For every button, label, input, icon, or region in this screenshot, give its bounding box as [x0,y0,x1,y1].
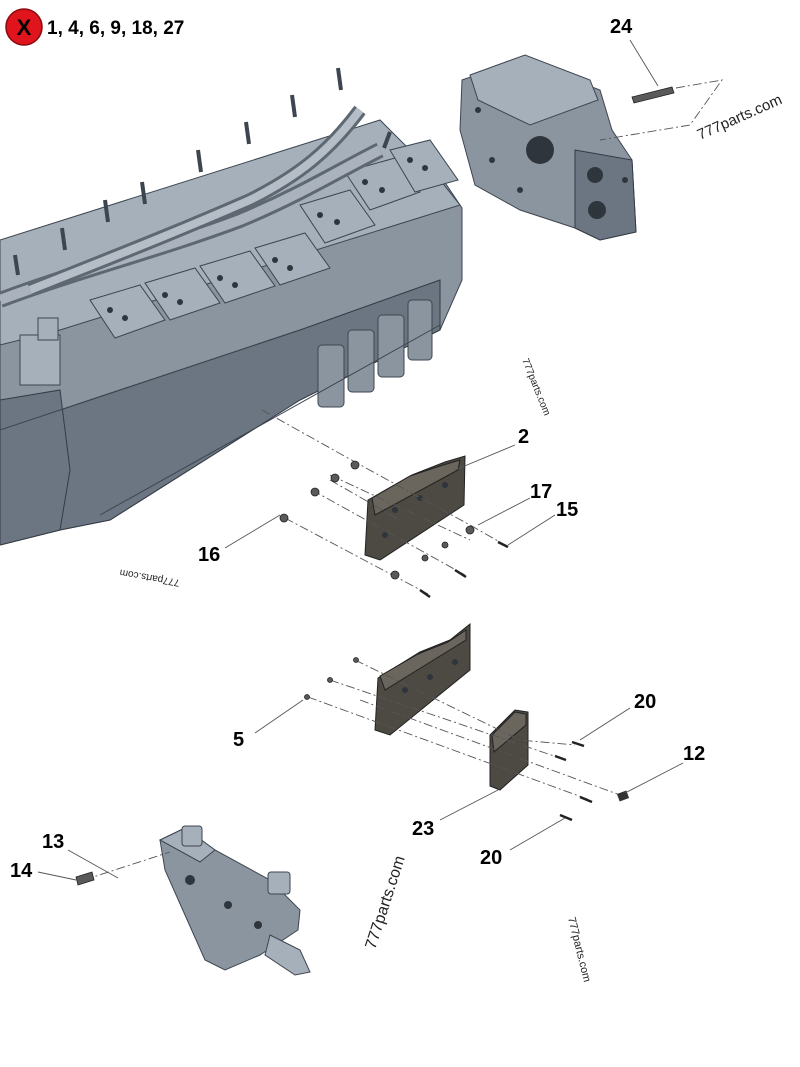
engine-block [0,67,463,546]
plate-assembly-lower [304,622,630,822]
watermark-2: 777parts.com [519,357,552,417]
oil-filters [317,299,433,408]
head-holes [107,157,428,321]
legend-items: 1, 4, 6, 9, 18, 27 [47,18,184,39]
callouts: 24 2 17 15 16 20 12 5 23 20 13 14 [10,16,705,882]
legend: X 1, 4, 6, 9, 18, 27 [5,8,184,46]
watermark-4: 777parts.com [363,854,409,951]
callout-23: 23 [412,818,434,840]
leader-20b [509,817,566,851]
callout-12: 12 [683,743,705,765]
part-24-sensor [599,39,724,141]
callout-20b: 20 [480,847,502,869]
injectors [13,67,392,276]
callout-16: 16 [198,544,220,566]
callout-5: 5 [233,729,244,751]
leader-17 [477,497,531,526]
callout-24: 24 [610,16,633,38]
callout-15: 15 [556,499,578,521]
leader-24 [629,39,659,87]
leader-2 [454,444,516,471]
plate-assembly-upper [261,409,509,599]
cylinder-heads [89,139,459,339]
callout-17: 17 [530,481,552,503]
exhaust-manifold [0,105,384,308]
leader-15 [507,514,556,546]
leader-23 [439,789,499,821]
callout-13: 13 [42,831,64,853]
leader-20a [579,707,631,741]
x-symbol: X [17,15,32,40]
leader-14 [37,871,77,881]
callout-20a: 20 [634,691,656,713]
leader-13 [67,849,119,879]
flywheel-housing [459,54,637,241]
callout-2: 2 [518,426,529,448]
bracket-assembly [75,825,311,976]
leader-12 [624,762,684,794]
watermark-5: 777parts.com [565,916,593,984]
leader-5 [254,699,304,734]
callout-14: 14 [10,860,33,882]
watermark-3: 777parts.com [119,567,181,588]
x-circle-icon [5,8,43,46]
leader-16 [224,514,281,549]
